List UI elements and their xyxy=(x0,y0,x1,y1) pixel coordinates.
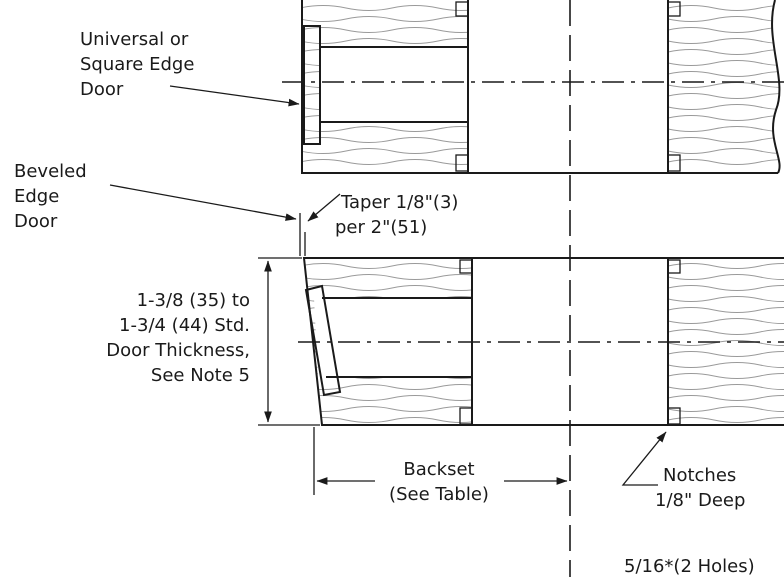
label-notches-2: 1/8" Deep xyxy=(655,490,745,511)
square-edge-door xyxy=(282,0,784,174)
notch xyxy=(667,154,681,172)
bore-hole-top xyxy=(468,0,668,173)
label-thickness-3: Door Thickness, xyxy=(106,340,250,361)
beveled-edge-door xyxy=(298,257,784,426)
label-thickness-2: 1-3/4 (44) Std. xyxy=(119,315,250,336)
label-notches-1: Notches xyxy=(663,465,736,486)
notch xyxy=(667,1,681,17)
label-taper-1: Taper 1/8"(3) xyxy=(340,192,458,213)
latch-hole-bottom xyxy=(314,298,472,377)
faceplate-square xyxy=(303,25,321,145)
faceplate-beveled xyxy=(304,284,342,397)
notch xyxy=(455,1,469,17)
label-universal-2: Square Edge xyxy=(80,54,194,75)
notch xyxy=(455,154,469,172)
label-thickness-1: 1-3/8 (35) to xyxy=(137,290,250,311)
door-outline-top xyxy=(301,0,778,174)
label-taper-2: per 2"(51) xyxy=(335,217,427,238)
label-beveled-3: Door xyxy=(14,211,58,232)
label-beveled-2: Edge xyxy=(14,186,59,207)
label-backset-2: (See Table) xyxy=(389,484,489,505)
label-thickness-4: See Note 5 xyxy=(151,365,250,386)
latch-hole-top xyxy=(320,47,468,122)
break-line-top xyxy=(771,0,781,174)
leader-arrow-taper xyxy=(307,193,341,222)
notch xyxy=(667,407,681,425)
leader-arrow-universal xyxy=(169,85,300,107)
leader-arrow-notches xyxy=(621,431,667,486)
notch xyxy=(459,407,473,425)
label-backset-1: Backset xyxy=(403,459,474,480)
leader-arrow-beveled xyxy=(109,184,297,221)
notch xyxy=(667,259,681,274)
label-universal-1: Universal or xyxy=(80,29,189,50)
labels: Universal or Square Edge Door Beveled Ed… xyxy=(14,29,755,577)
label-holes: 5/16*(2 Holes) xyxy=(624,556,755,577)
notch xyxy=(459,259,473,274)
label-universal-3: Door xyxy=(80,79,124,100)
label-beveled-1: Beveled xyxy=(14,161,87,182)
